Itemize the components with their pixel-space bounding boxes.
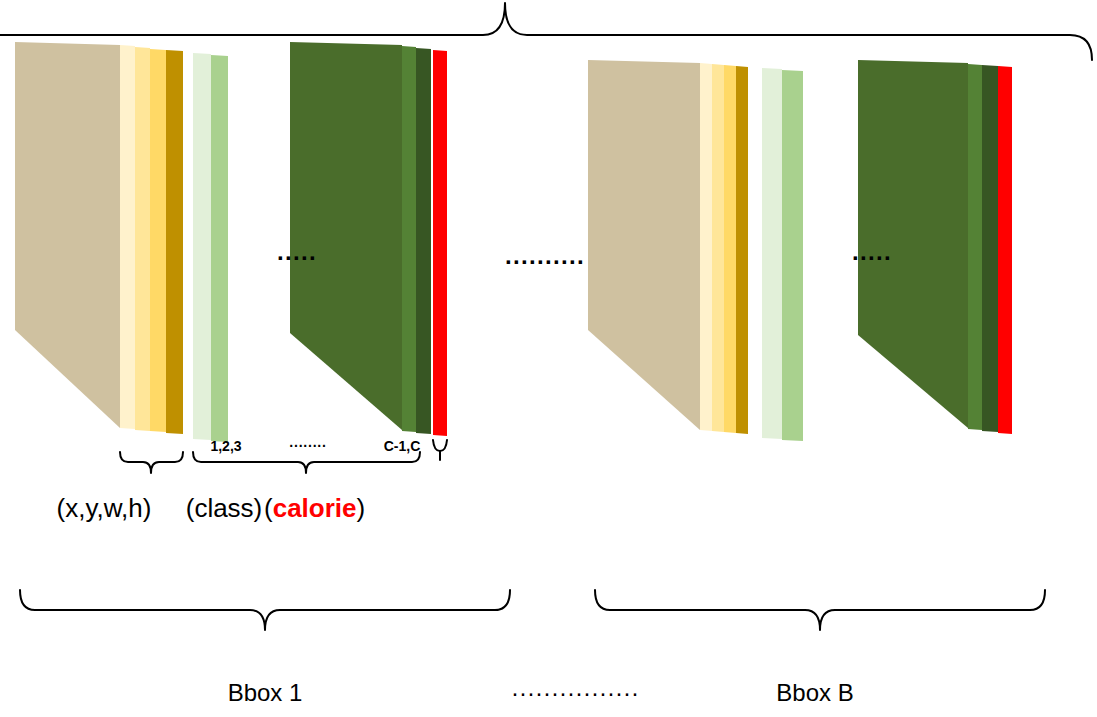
channel-slab: [120, 45, 135, 429]
calorie-slab: [433, 50, 447, 436]
channel-slab: [724, 65, 736, 433]
channel-slab: [15, 42, 120, 428]
channel-slab: [416, 48, 431, 434]
group-label: ): [357, 494, 366, 523]
channel-slab: [166, 50, 183, 434]
channel-slab: [968, 64, 982, 430]
top-brace: [0, 3, 1092, 60]
channel-slab: [700, 63, 712, 431]
group-label: (x,y,w,h): [57, 494, 152, 523]
bbox-brace: [595, 590, 1045, 630]
channel-slab: [150, 49, 166, 432]
channel-slab: [402, 46, 416, 432]
group-label: (class): [186, 494, 263, 523]
bbox-label: Bbox B: [776, 680, 853, 706]
calorie-bracket: [433, 440, 447, 460]
channel-slab: [762, 68, 782, 439]
ellipsis-dots: ··········: [505, 249, 585, 275]
channel-index: C-1,C: [384, 439, 421, 454]
calorie-label: calorie: [273, 494, 357, 523]
ellipsis-dots: ·····: [277, 245, 317, 271]
group-label: (: [264, 494, 273, 523]
channel-slab: [588, 60, 700, 430]
class-brace: [193, 452, 420, 473]
ellipsis-dots: ········: [289, 439, 326, 454]
channel-slab: [193, 53, 211, 440]
ellipsis-dots: ·····: [852, 245, 892, 271]
channel-slab: [211, 55, 228, 442]
channel-slab: [712, 64, 724, 432]
channel-slab: [290, 42, 402, 430]
bbox-brace: [20, 590, 510, 630]
bbox-label: Bbox 1: [228, 680, 303, 706]
channel-slab: [135, 47, 150, 431]
coord-brace: [120, 452, 183, 473]
channel-slab: [982, 65, 998, 432]
channel-slab: [736, 66, 748, 434]
channel-slab: [782, 70, 803, 441]
ellipsis-dots: ················: [511, 680, 639, 706]
calorie-slab: [998, 66, 1012, 434]
channel-index: 1,2,3: [210, 439, 241, 454]
